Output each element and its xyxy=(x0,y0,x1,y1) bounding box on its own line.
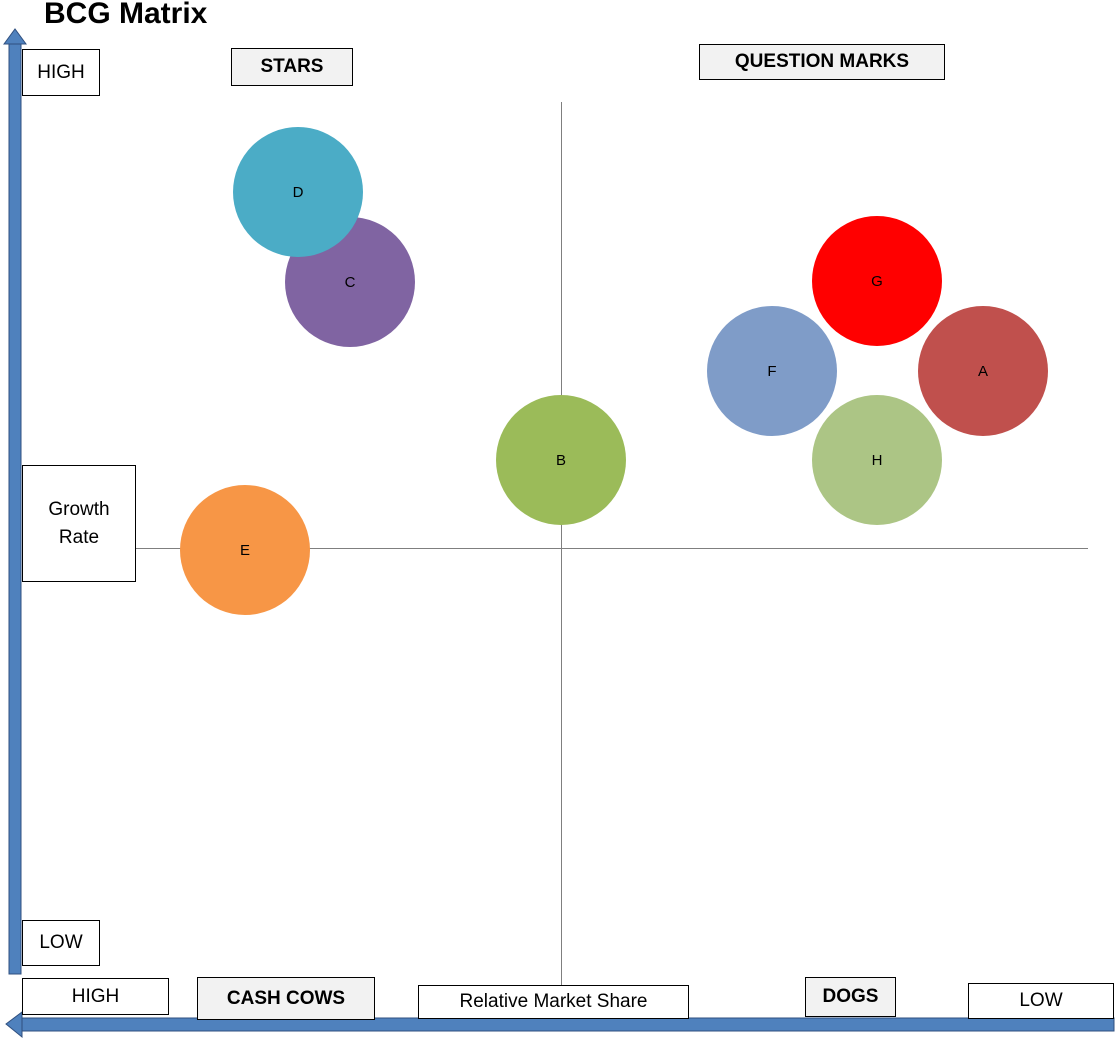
y-axis-title: Growth Rate xyxy=(22,465,136,582)
bubble-d: D xyxy=(233,127,363,257)
y-axis-high-label: HIGH xyxy=(22,49,100,96)
bubble-a: A xyxy=(918,306,1048,436)
bubble-c-label: C xyxy=(344,273,356,291)
bubble-d-label: D xyxy=(292,183,304,201)
quadrant-question-marks: QUESTION MARKS xyxy=(699,44,945,80)
bubble-b-label: B xyxy=(555,451,566,469)
quadrant-stars: STARS xyxy=(231,48,353,86)
bubble-h: H xyxy=(812,395,942,525)
x-axis-title: Relative Market Share xyxy=(418,985,689,1019)
bubble-a-label: A xyxy=(977,362,988,380)
share-axis-shaft xyxy=(19,1017,1115,1032)
x-axis-low-label: LOW xyxy=(968,983,1114,1019)
horizontal-divider xyxy=(135,548,1088,549)
bubble-f-label: F xyxy=(767,362,777,380)
bubble-f: F xyxy=(707,306,837,436)
x-axis-high-label: HIGH xyxy=(22,978,169,1015)
growth-axis-shaft xyxy=(8,41,22,975)
bubble-e: E xyxy=(180,485,310,615)
growth-axis-head xyxy=(3,28,27,45)
bubble-b: B xyxy=(496,395,626,525)
vertical-divider xyxy=(561,102,562,986)
quadrant-dogs: DOGS xyxy=(805,977,896,1017)
share-axis-head xyxy=(5,1011,23,1039)
bubble-g: G xyxy=(812,216,942,346)
bubble-h-label: H xyxy=(871,451,883,469)
page-title: BCG Matrix xyxy=(44,0,208,30)
bubble-e-label: E xyxy=(239,541,250,559)
bubble-g-label: G xyxy=(871,272,883,290)
quadrant-cash-cows: CASH COWS xyxy=(197,977,375,1020)
y-axis-low-label: LOW xyxy=(22,920,100,966)
